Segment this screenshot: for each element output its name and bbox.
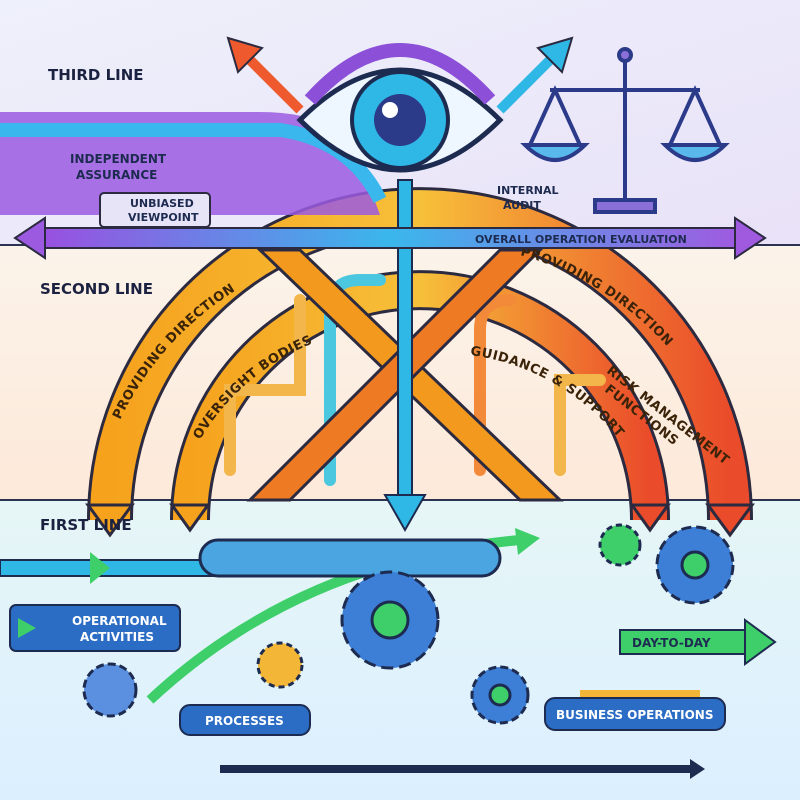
arrow-down-icon bbox=[169, 503, 211, 533]
label-processes: PROCESSES bbox=[205, 714, 284, 728]
heading-second-line: SECOND LINE bbox=[40, 280, 153, 298]
label-assurance: ASSURANCE bbox=[76, 168, 157, 182]
heading-first-line: FIRST LINE bbox=[40, 516, 132, 534]
diagonal-arrows bbox=[226, 36, 574, 114]
scales-icon bbox=[520, 47, 730, 214]
label-operational: OPERATIONAL bbox=[72, 614, 167, 628]
arrow-down-icon bbox=[85, 503, 135, 538]
arrow-down-icon bbox=[383, 494, 427, 533]
label-independent: INDEPENDENT bbox=[70, 152, 167, 166]
arrow-down-icon bbox=[629, 503, 671, 533]
label-overall-evaluation: OVERALL OPERATION EVALUATION bbox=[475, 233, 687, 246]
conveyor bbox=[198, 538, 502, 578]
business-operations-box bbox=[544, 697, 726, 731]
orange-arches bbox=[85, 187, 755, 538]
label-viewpoint: VIEWPOINT bbox=[128, 211, 199, 224]
label-activities: ACTIVITIES bbox=[80, 630, 154, 644]
label-internal: INTERNAL bbox=[497, 184, 559, 197]
gear-icons bbox=[82, 523, 735, 725]
unbiased-viewpoint-box bbox=[99, 192, 211, 228]
arrow-left-icon bbox=[13, 216, 46, 260]
central-arrow bbox=[383, 179, 427, 533]
arrow-right-icon bbox=[734, 216, 767, 260]
label-day-to-day: DAY-TO-DAY bbox=[632, 636, 711, 650]
processes-box bbox=[179, 704, 311, 736]
label-unbiased: UNBIASED bbox=[130, 197, 194, 210]
flow-arrows bbox=[0, 528, 777, 779]
eye-icon bbox=[296, 43, 504, 173]
label-business-operations: BUSINESS OPERATIONS bbox=[556, 708, 714, 722]
heading-third-line: THIRD LINE bbox=[48, 66, 144, 84]
arrow-down-icon bbox=[705, 503, 755, 538]
label-audit: AUDIT bbox=[503, 199, 541, 212]
